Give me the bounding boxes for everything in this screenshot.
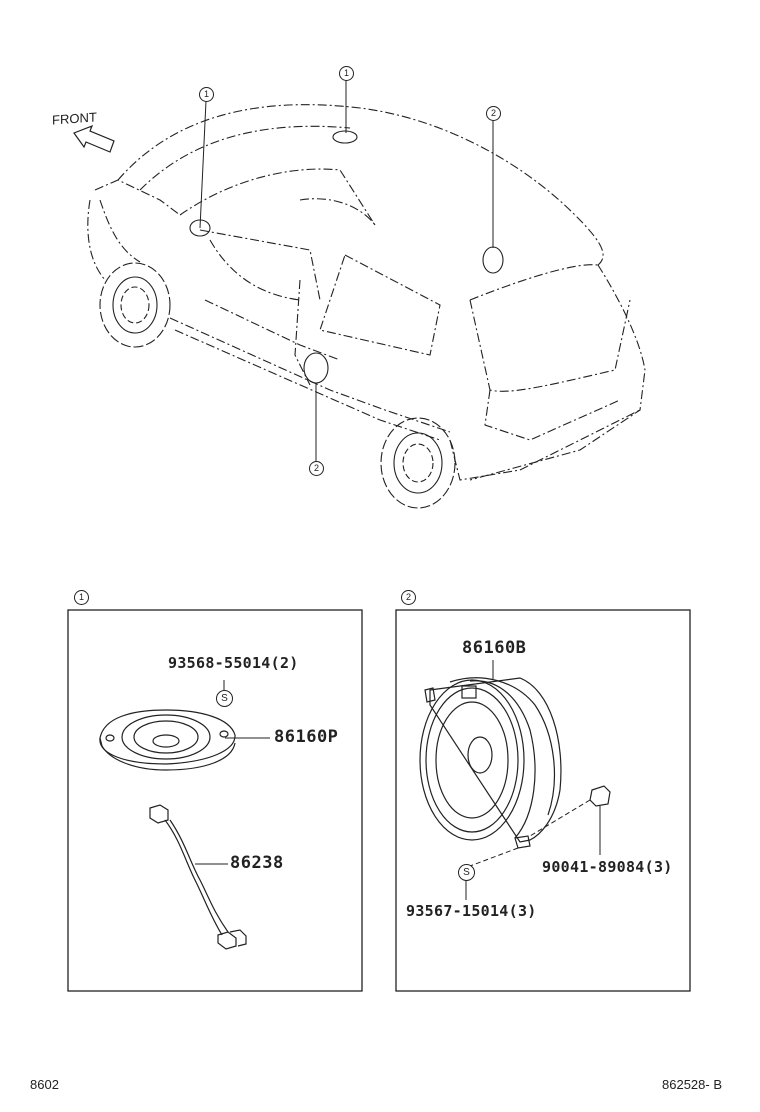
front-wheel — [99, 262, 171, 348]
screw-dashed-line — [469, 847, 519, 867]
clip-nut — [589, 785, 611, 807]
tweeter-speaker — [99, 709, 236, 771]
clip-part-number: 90041-89084(3) — [542, 858, 673, 876]
callout-1-dash: 1 — [339, 66, 354, 81]
door-speaker-marker — [303, 352, 329, 384]
callout-2-door: 2 — [309, 461, 324, 476]
footer-right-code: 862528- B — [662, 1077, 722, 1092]
panel-1-box — [67, 609, 363, 992]
woofer-part-number: 86160B — [462, 638, 527, 658]
clip-dashed-line — [529, 799, 591, 837]
vehicle-outline — [87, 104, 646, 481]
woofer-speaker — [419, 677, 562, 849]
rear-speaker-marker — [482, 246, 504, 274]
front-arrow-icon — [73, 124, 115, 153]
screw-part-number: 93567-15014(3) — [406, 902, 537, 920]
wire-harness — [149, 804, 247, 950]
panel-2-box — [395, 609, 691, 992]
leader-lines — [199, 80, 494, 461]
panel-2-ref: 2 — [401, 590, 416, 605]
bolt-s-symbol: S — [216, 690, 233, 707]
rear-wheel — [380, 417, 456, 509]
dash-speaker-marker — [332, 130, 358, 144]
callout-2-rear: 2 — [486, 106, 501, 121]
front-label: FRONT — [52, 109, 97, 128]
callout-1-pillar: 1 — [199, 87, 214, 102]
tweeter-part-number: 86160P — [274, 727, 339, 747]
wire-part-number: 86238 — [230, 853, 284, 873]
screw-s-symbol: S — [458, 864, 475, 881]
panel-1-ref: 1 — [74, 590, 89, 605]
footer-left-code: 8602 — [30, 1077, 59, 1092]
bolt-part-number: 93568-55014(2) — [168, 654, 299, 672]
